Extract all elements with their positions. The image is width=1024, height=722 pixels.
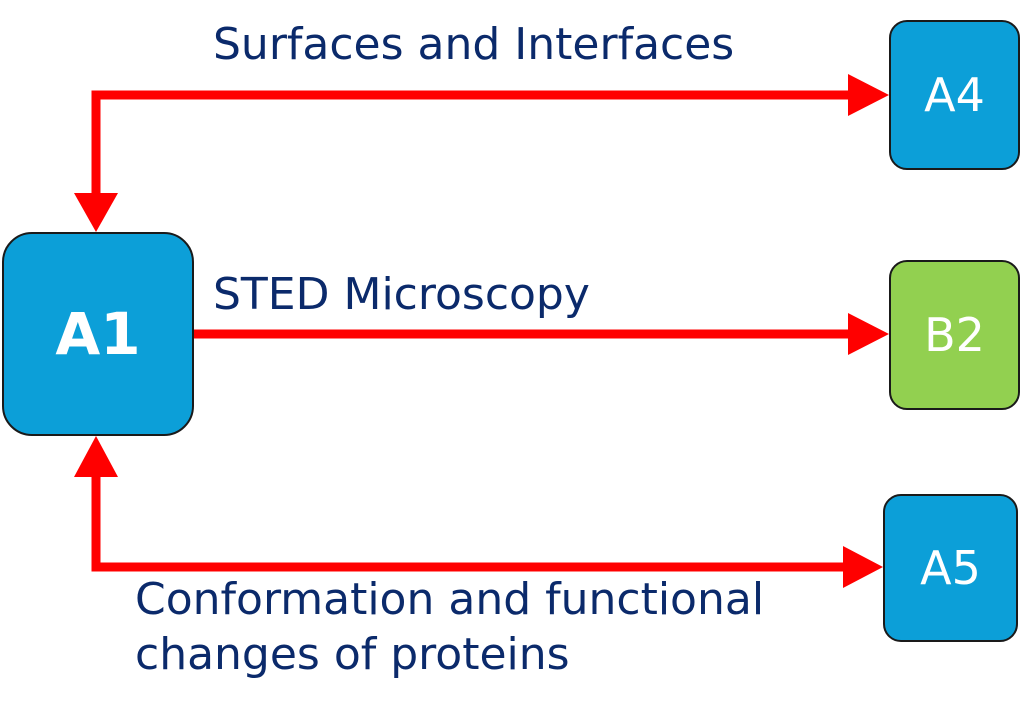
node-b2: B2 <box>889 260 1020 410</box>
arrowhead-to-b2 <box>848 313 889 355</box>
arrowhead-to-a1-bottom <box>74 436 118 477</box>
node-a4: A4 <box>889 20 1020 170</box>
arrowhead-to-a1-top <box>74 193 118 232</box>
connector-a1-a5 <box>91 474 845 572</box>
node-a1-label: A1 <box>55 300 141 368</box>
edge-label-conformation-line1: Conformation and functional <box>135 574 765 625</box>
edge-label-conformation-line2: changes of proteins <box>135 629 570 680</box>
node-a5: A5 <box>883 494 1018 642</box>
arrow-a1-a4 <box>74 74 889 232</box>
connector-a1-a4 <box>91 90 850 198</box>
edge-label-conformation: Conformation and functional changes of p… <box>135 572 764 682</box>
arrow-a1-a5 <box>74 436 883 588</box>
arrow-a1-b2 <box>194 313 889 355</box>
arrowhead-to-a4 <box>848 74 889 116</box>
edge-label-surfaces-interfaces: Surfaces and Interfaces <box>213 19 735 70</box>
edge-label-sted-microscopy: STED Microscopy <box>213 269 590 320</box>
node-a5-label: A5 <box>920 541 981 595</box>
node-a1: A1 <box>2 232 194 436</box>
arrowhead-to-a5 <box>843 546 883 588</box>
node-a4-label: A4 <box>924 68 985 122</box>
node-b2-label: B2 <box>924 308 985 362</box>
